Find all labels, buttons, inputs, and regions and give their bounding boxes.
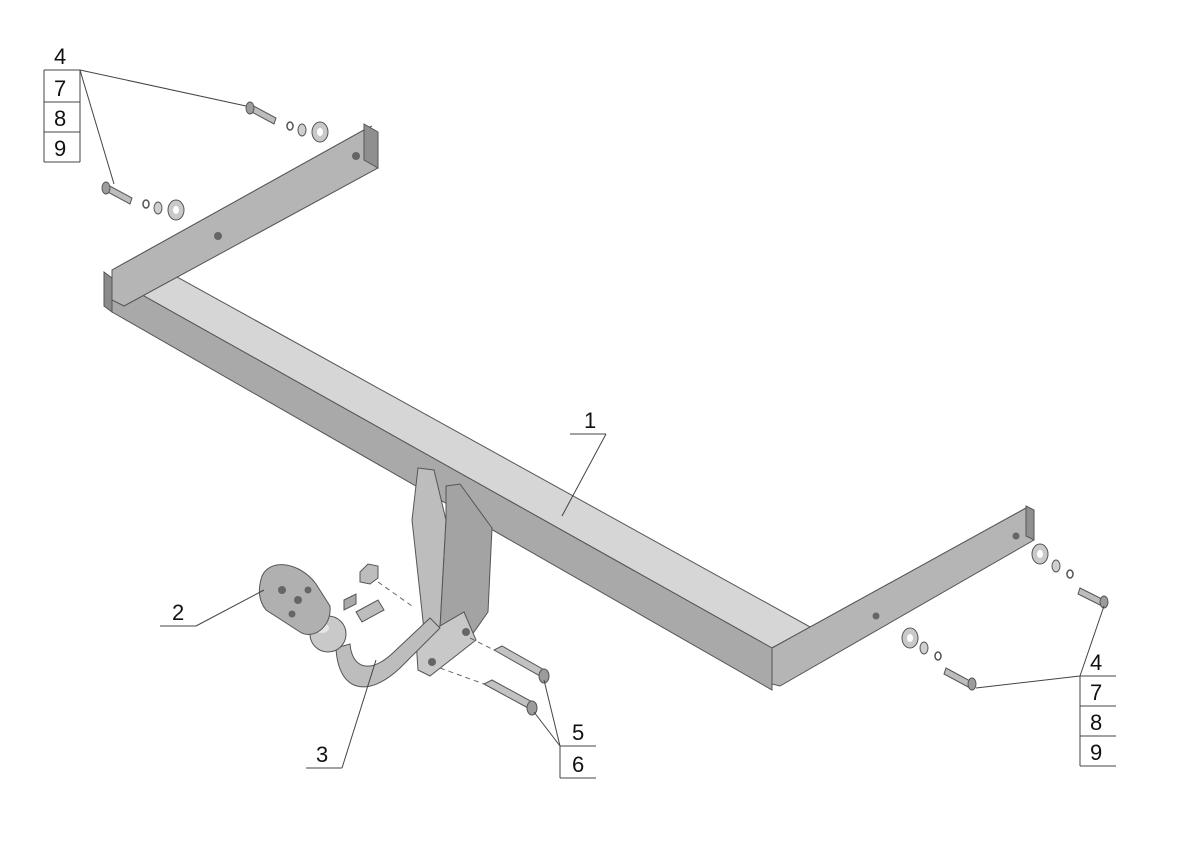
callout-right-4: 4 <box>1090 650 1102 675</box>
callout-6: 6 <box>572 752 584 777</box>
callout-3: 3 <box>316 742 328 767</box>
right-mounting-bracket <box>771 505 1036 687</box>
callout-right-8: 8 <box>1090 710 1102 735</box>
callout-left-4: 4 <box>54 44 66 69</box>
right-lower-fastener-set <box>901 627 977 691</box>
callout-5: 5 <box>572 720 584 745</box>
callout-1: 1 <box>584 408 596 433</box>
callout-right-7: 7 <box>1090 680 1102 705</box>
callout-right-9: 9 <box>1090 740 1102 765</box>
callout-left-7: 7 <box>54 76 66 101</box>
right-upper-fastener-set <box>1031 543 1109 609</box>
socket-bracket-hardware <box>343 563 413 623</box>
callout-left-9: 9 <box>54 136 66 161</box>
center-bolts <box>439 637 550 716</box>
central-mounting-plate <box>411 467 493 677</box>
left-mounting-bracket <box>111 123 379 307</box>
left-upper-fastener-set <box>245 101 329 143</box>
callout-2: 2 <box>172 600 184 625</box>
leader-lines <box>43 69 1116 779</box>
callout-left-8: 8 <box>54 106 66 131</box>
callout-labels: 4 7 8 9 1 2 3 5 6 4 7 8 9 <box>54 44 1102 777</box>
left-lower-fastener-set <box>101 181 185 221</box>
socket-plate <box>258 564 331 635</box>
